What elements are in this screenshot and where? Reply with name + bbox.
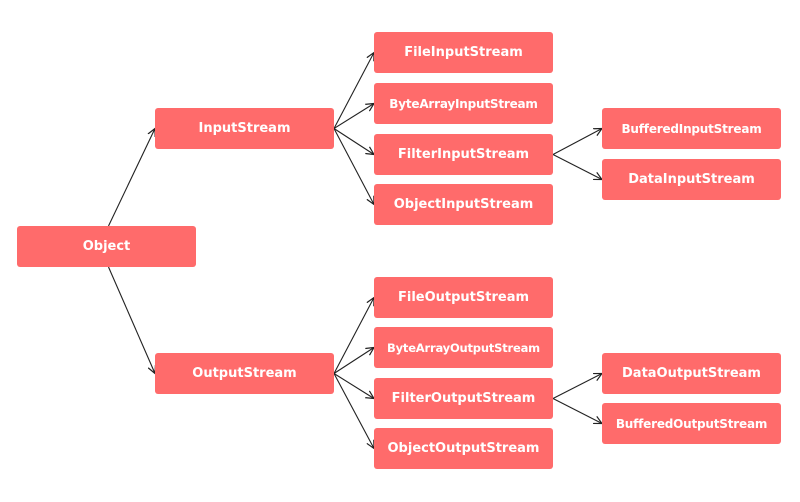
node-file-output-stream: FileOutputStream bbox=[374, 277, 553, 318]
node-byte-array-output-stream: ByteArrayOutputStream bbox=[374, 327, 553, 368]
edge-filter-input-stream-to-buffered-input-stream bbox=[552, 129, 602, 155]
edge-input-stream-to-filter-input-stream bbox=[333, 128, 374, 155]
edge-input-stream-to-object-input-stream bbox=[333, 128, 374, 205]
node-object-output-stream: ObjectOutputStream bbox=[374, 428, 553, 469]
node-byte-array-input-stream: ByteArrayInputStream bbox=[374, 83, 553, 124]
node-object-input-stream: ObjectInputStream bbox=[374, 184, 553, 225]
edge-output-stream-to-object-output-stream bbox=[333, 373, 374, 449]
node-file-input-stream: FileInputStream bbox=[374, 32, 553, 73]
node-output-stream: OutputStream bbox=[155, 353, 334, 394]
edge-object-to-output-stream bbox=[107, 266, 156, 374]
edge-output-stream-to-filter-output-stream bbox=[333, 373, 374, 399]
edge-object-to-input-stream bbox=[108, 129, 156, 227]
node-input-stream: InputStream bbox=[155, 108, 334, 149]
edge-input-stream-to-byte-array-input-stream bbox=[333, 104, 374, 129]
edge-filter-input-stream-to-data-input-stream bbox=[552, 154, 602, 180]
edge-filter-output-stream-to-buffered-output-stream bbox=[552, 398, 602, 424]
edge-output-stream-to-file-output-stream bbox=[333, 298, 374, 374]
node-filter-input-stream: FilterInputStream bbox=[374, 134, 553, 175]
edge-input-stream-to-file-input-stream bbox=[333, 53, 374, 129]
node-data-output-stream: DataOutputStream bbox=[602, 353, 781, 394]
node-filter-output-stream: FilterOutputStream bbox=[374, 378, 553, 419]
node-data-input-stream: DataInputStream bbox=[602, 159, 781, 200]
edge-filter-output-stream-to-data-output-stream bbox=[552, 374, 602, 399]
node-buffered-output-stream: BufferedOutputStream bbox=[602, 403, 781, 444]
edge-output-stream-to-byte-array-output-stream bbox=[333, 348, 374, 374]
node-buffered-input-stream: BufferedInputStream bbox=[602, 108, 781, 149]
node-object: Object bbox=[17, 226, 196, 267]
